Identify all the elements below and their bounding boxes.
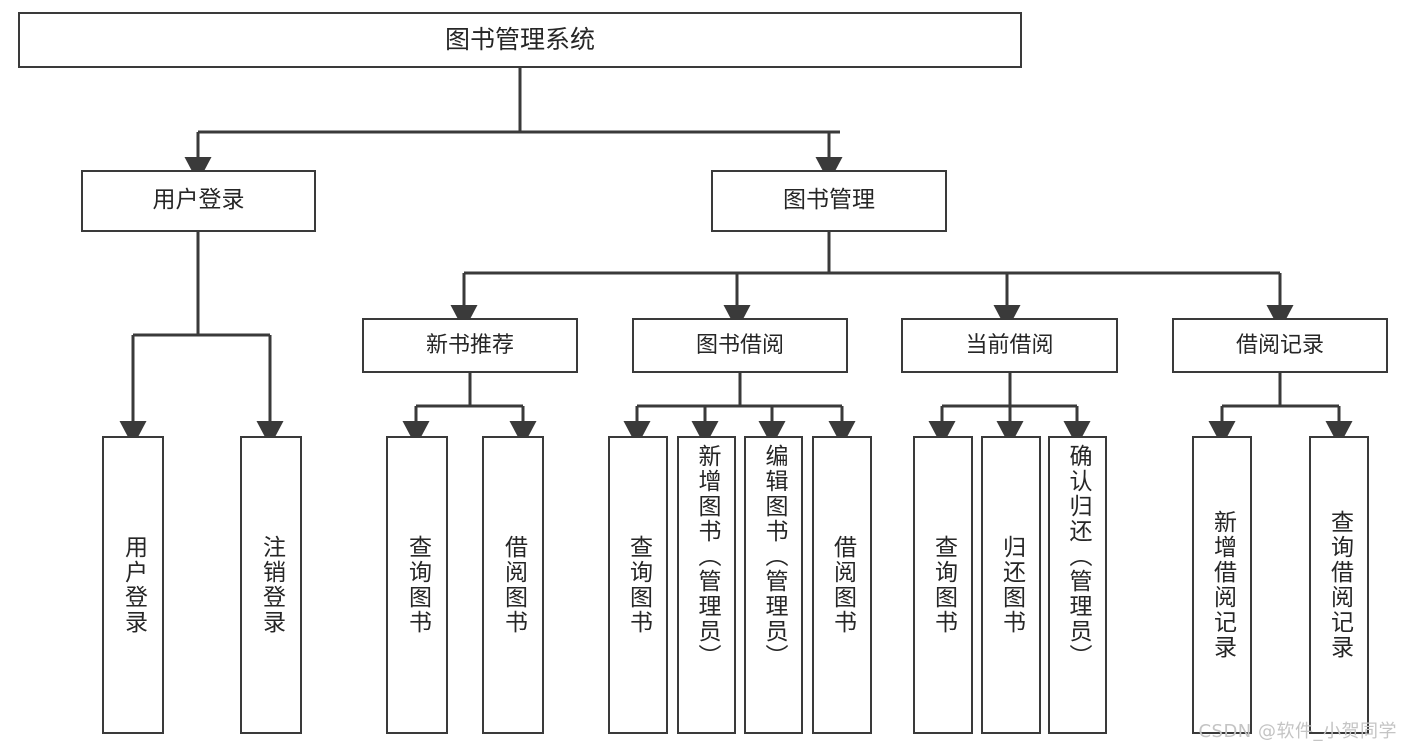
node-borrow-record[interactable]: 借阅记录	[1172, 318, 1388, 373]
node-leaf-return-book-label: 归还图书	[998, 535, 1025, 635]
node-book-borrow[interactable]: 图书借阅	[632, 318, 848, 373]
node-leaf-confirm-return[interactable]: 确认归还（管理员）	[1048, 436, 1107, 734]
node-leaf-user-login-label: 用户登录	[120, 535, 147, 635]
node-leaf-borrow-book-1-label: 借阅图书	[500, 535, 527, 635]
node-leaf-user-login[interactable]: 用户登录	[102, 436, 164, 734]
node-leaf-query-book-2[interactable]: 查询图书	[608, 436, 668, 734]
node-root[interactable]: 图书管理系统	[18, 12, 1022, 68]
node-current-borrow-label: 当前借阅	[965, 332, 1054, 358]
node-leaf-edit-book-label: 编辑图书（管理员）	[761, 444, 787, 669]
node-book-management[interactable]: 图书管理	[711, 170, 947, 232]
node-leaf-logout[interactable]: 注销登录	[240, 436, 302, 734]
node-user-login[interactable]: 用户登录	[81, 170, 316, 232]
node-leaf-add-book[interactable]: 新增图书（管理员）	[677, 436, 736, 734]
node-leaf-add-book-label: 新增图书（管理员）	[694, 444, 720, 669]
node-current-borrow[interactable]: 当前借阅	[901, 318, 1118, 373]
node-leaf-confirm-return-label: 确认归还（管理员）	[1065, 444, 1091, 669]
node-leaf-query-book-3[interactable]: 查询图书	[913, 436, 973, 734]
node-user-login-label: 用户登录	[152, 187, 245, 214]
node-leaf-query-book-2-label: 查询图书	[625, 535, 652, 635]
node-leaf-query-record-label: 查询借阅记录	[1326, 510, 1353, 660]
csdn-watermark: CSDN @软件_小贺同学	[1198, 721, 1397, 742]
node-leaf-logout-label: 注销登录	[258, 535, 285, 635]
node-leaf-return-book[interactable]: 归还图书	[981, 436, 1041, 734]
node-leaf-add-record-label: 新增借阅记录	[1209, 510, 1236, 660]
node-new-book-recommend-label: 新书推荐	[425, 332, 514, 358]
node-leaf-query-book-1[interactable]: 查询图书	[386, 436, 448, 734]
node-leaf-edit-book[interactable]: 编辑图书（管理员）	[744, 436, 803, 734]
node-root-label: 图书管理系统	[444, 25, 595, 55]
node-leaf-query-book-3-label: 查询图书	[930, 535, 957, 635]
node-leaf-query-book-1-label: 查询图书	[404, 535, 431, 635]
node-book-management-label: 图书管理	[783, 187, 875, 214]
node-new-book-recommend[interactable]: 新书推荐	[362, 318, 578, 373]
node-leaf-add-record[interactable]: 新增借阅记录	[1192, 436, 1252, 734]
node-leaf-borrow-book-1[interactable]: 借阅图书	[482, 436, 544, 734]
node-borrow-record-label: 借阅记录	[1235, 332, 1324, 358]
node-book-borrow-label: 图书借阅	[695, 332, 784, 358]
node-leaf-borrow-book-2[interactable]: 借阅图书	[812, 436, 872, 734]
node-leaf-borrow-book-2-label: 借阅图书	[829, 535, 856, 635]
node-leaf-query-record[interactable]: 查询借阅记录	[1309, 436, 1369, 734]
